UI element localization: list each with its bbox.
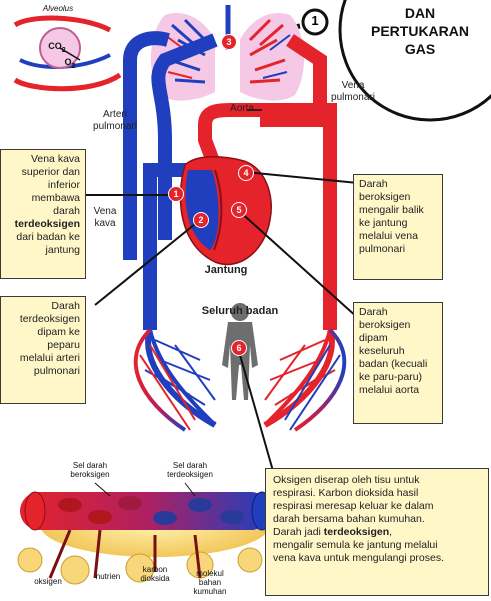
- o2-subscript: 2: [72, 63, 76, 70]
- sel-terdeoksigen-line-1: Sel darah: [155, 461, 225, 470]
- box-beroksigen-badan-l2: beroksigen: [359, 319, 437, 332]
- vena-pulmonari-label: Vena pulmonari: [323, 80, 383, 104]
- box-oksigen-diserap-l7: vena kava untuk mengulangi proses.: [273, 552, 481, 565]
- box-beroksigen-balik: Darah beroksigen mengalir balik ke jantu…: [353, 174, 443, 280]
- box-oksigen-diserap-l2: respirasi. Karbon dioksida hasil: [273, 487, 481, 500]
- co2-subscript: 2: [62, 47, 66, 54]
- box-beroksigen-badan-l4: keseluruh: [359, 345, 437, 358]
- karbon-line-2: dioksida: [135, 574, 175, 583]
- box-vena-kava-l5: darah: [6, 205, 80, 218]
- vena-pulmonari-line-2: pulmonari: [323, 92, 383, 104]
- capillary-bed-right: [265, 330, 344, 430]
- marker-3: 3: [221, 34, 237, 50]
- box-beroksigen-badan-l1: Darah: [359, 306, 437, 319]
- box-oksigen-diserap-l1: Oksigen diserap oleh tisu untuk: [273, 474, 481, 487]
- box-beroksigen-balik-l4: ke jantung: [359, 217, 437, 230]
- box-beroksigen-badan: Darah beroksigen dipam keseluruh badan (…: [353, 302, 443, 424]
- arteri-pulmonari-label: Arteri pulmonari: [80, 109, 150, 133]
- box-oksigen-diserap-l5c: ,: [389, 526, 392, 538]
- molekul-line-1: molekul: [188, 569, 232, 578]
- box-oksigen-diserap-l5: Darah jadi terdeoksigen,: [273, 526, 481, 539]
- vena-kava-line-1: Vena: [85, 206, 125, 218]
- arteri-pulmonari-line-1: Arteri: [80, 109, 150, 121]
- vena-pulmonari-line-1: Vena: [323, 80, 383, 92]
- sel-beroksigen-line-2: beroksigen: [60, 470, 120, 479]
- box-terdeoksigen: Darah terdeoksigen dipam ke peparu melal…: [0, 296, 86, 404]
- marker-6: 6: [231, 340, 247, 356]
- box-beroksigen-badan-l5: badan (kecuali: [359, 358, 437, 371]
- vena-kava-line-2: kava: [85, 218, 125, 230]
- box-oksigen-diserap-l5a: Darah jadi: [273, 526, 324, 538]
- karbon-dioksida-label: karbon dioksida: [135, 565, 175, 583]
- box-beroksigen-badan-l3: dipam: [359, 332, 437, 345]
- box-terdeoksigen-l1: Darah: [6, 300, 80, 313]
- box-terdeoksigen-l5: melalui arteri: [6, 352, 80, 365]
- o2-text: O: [65, 57, 72, 67]
- co2-label: CO2: [42, 42, 72, 55]
- marker-2: 2: [193, 212, 209, 228]
- box-oksigen-diserap-emphasis: terdeoksigen: [324, 526, 389, 538]
- box-vena-kava-l2: superior dan: [6, 166, 80, 179]
- box-vena-kava-l6: terdeoksigen: [6, 218, 80, 231]
- marker-1: 1: [168, 186, 184, 202]
- box-vena-kava-l4: membawa: [6, 192, 80, 205]
- box-beroksigen-balik-l1: Darah: [359, 178, 437, 191]
- box-oksigen-diserap-l3: respirasi meresap keluar ke dalam: [273, 500, 481, 513]
- sel-beroksigen-label: Sel darah beroksigen: [60, 461, 120, 479]
- marker-5: 5: [231, 202, 247, 218]
- o2-label: O2: [60, 58, 80, 71]
- box-oksigen-diserap-l6: mengalir semula ke jantung melalui: [273, 539, 481, 552]
- title-line-3: GAS: [355, 40, 485, 58]
- box-beroksigen-balik-l3: mengalir balik: [359, 204, 437, 217]
- box-vena-kava-emphasis: terdeoksigen: [15, 218, 80, 230]
- seluruh-badan-label: Seluruh badan: [185, 305, 295, 317]
- molekul-line-2: bahan: [188, 578, 232, 587]
- sel-terdeoksigen-label: Sel darah terdeoksigen: [155, 461, 225, 479]
- aorta-label: Aorta: [222, 103, 262, 115]
- box-vena-kava-l8: jantung: [6, 244, 80, 257]
- box-beroksigen-balik-l6: pulmonari: [359, 243, 437, 256]
- box-terdeoksigen-l3: dipam ke: [6, 326, 80, 339]
- title-line-1: DAN: [355, 4, 485, 22]
- box-beroksigen-balik-l5: melalui vena: [359, 230, 437, 243]
- sel-beroksigen-line-1: Sel darah: [60, 461, 120, 470]
- oksigen-label: oksigen: [28, 577, 68, 586]
- capillary-bed-left: [136, 330, 215, 430]
- karbon-line-1: karbon: [135, 565, 175, 574]
- box-terdeoksigen-l2: terdeoksigen: [6, 313, 80, 326]
- box-oksigen-diserap: Oksigen diserap oleh tisu untuk respiras…: [265, 468, 489, 596]
- box-oksigen-diserap-l4: darah bersama bahan kumuhan.: [273, 513, 481, 526]
- box-beroksigen-badan-l7: melalui aorta: [359, 384, 437, 397]
- title-text: DAN PERTUKARAN GAS: [355, 4, 485, 58]
- box-beroksigen-badan-l6: ke paru-paru): [359, 371, 437, 384]
- box-terdeoksigen-l6: pulmonari: [6, 365, 80, 378]
- box-beroksigen-balik-l2: beroksigen: [359, 191, 437, 204]
- vena-kava-label: Vena kava: [85, 206, 125, 230]
- box-terdeoksigen-l4: peparu: [6, 339, 80, 352]
- box-vena-kava-l3: inferior: [6, 179, 80, 192]
- molekul-line-3: kumuhan: [188, 587, 232, 596]
- box-vena-kava-l1: Vena kava: [6, 153, 80, 166]
- alveolus-label: Alveolus: [38, 4, 78, 13]
- box-vena-kava-l7: dari badan ke: [6, 231, 80, 244]
- molekul-label: molekul bahan kumuhan: [188, 569, 232, 596]
- jantung-label: Jantung: [196, 264, 256, 276]
- sel-terdeoksigen-line-2: terdeoksigen: [155, 470, 225, 479]
- box-vena-kava: Vena kava superior dan inferior membawa …: [0, 149, 86, 279]
- arteri-pulmonari-line-2: pulmonari: [80, 121, 150, 133]
- marker-4: 4: [238, 165, 254, 181]
- co2-text: CO: [48, 41, 62, 51]
- step-one-marker: 1: [308, 13, 322, 28]
- nutrien-label: nutrien: [88, 572, 128, 581]
- title-line-2: PERTUKARAN: [355, 22, 485, 40]
